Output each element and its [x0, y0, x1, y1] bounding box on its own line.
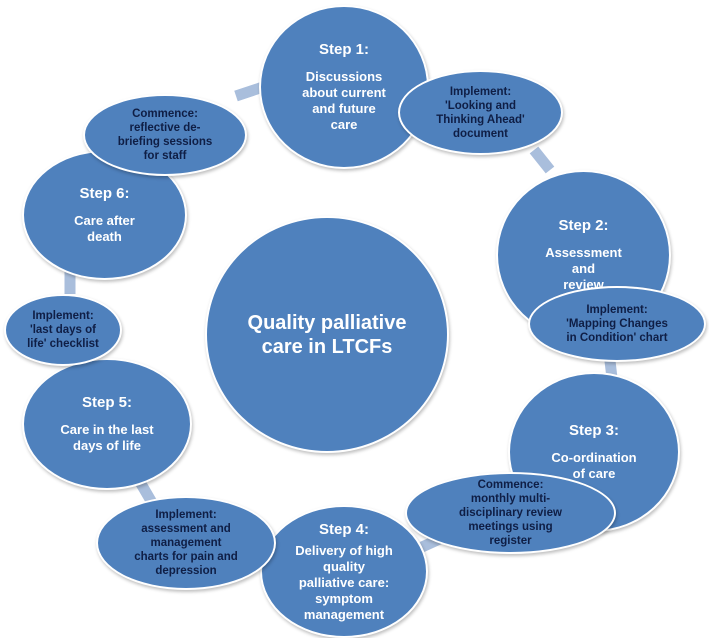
action-6-ellipse: Commence: reflective de- briefing sessio…	[83, 94, 247, 176]
step-5-description: Care in the last days of life	[60, 422, 154, 453]
action-3-label: Commence: monthly multi- disciplinary re…	[459, 479, 562, 547]
center-circle: Quality palliative care in LTCFs	[205, 216, 449, 453]
step-4-circle: Step 4: Delivery of high quality palliat…	[260, 505, 428, 638]
action-6-label: Commence: reflective de- briefing sessio…	[117, 108, 213, 162]
action-4-ellipse: Implement: assessment and management cha…	[96, 496, 276, 590]
action-1-ellipse: Implement: 'Looking and Thinking Ahead' …	[398, 70, 563, 155]
connector-2	[529, 146, 555, 174]
step-3-description: Co-ordination of care	[551, 450, 637, 481]
action-2-ellipse: Implement: 'Mapping Changes in Condition…	[528, 286, 706, 362]
step-3-title: Step 3:	[568, 422, 619, 439]
action-1-label: Implement: 'Looking and Thinking Ahead' …	[436, 85, 525, 140]
step-6-title: Step 6:	[79, 185, 130, 202]
step-5-title: Step 5:	[81, 394, 132, 411]
step-4-description: Delivery of high quality palliative care…	[295, 542, 393, 622]
step-5-circle: Step 5: Care in the last days of life	[22, 358, 192, 490]
action-5-ellipse: Implement: 'last days of life' checklist	[4, 294, 122, 366]
step-1-circle: Step 1: Discussions about current and fu…	[259, 5, 429, 169]
action-5-label: Implement: 'last days of life' checklist	[27, 310, 99, 350]
step-1-title: Step 1:	[318, 41, 369, 58]
step-1-description: Discussions about current and future car…	[302, 69, 386, 132]
step-2-description: Assessment and review	[545, 245, 622, 292]
action-3-ellipse: Commence: monthly multi- disciplinary re…	[405, 472, 616, 554]
step-6-description: Care after death	[74, 213, 135, 244]
center-label: Quality palliative care in LTCFs	[247, 311, 407, 358]
action-4-label: Implement: assessment and management cha…	[134, 509, 238, 577]
step-2-title: Step 2:	[558, 217, 609, 234]
step-4-title: Step 4:	[318, 520, 369, 538]
action-2-label: Implement: 'Mapping Changes in Condition…	[566, 304, 668, 344]
